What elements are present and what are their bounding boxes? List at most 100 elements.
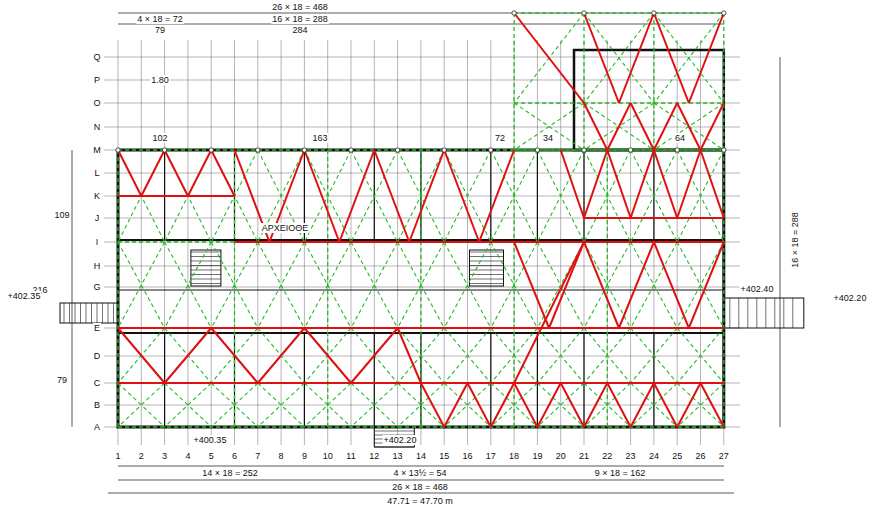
partition-wall: [583, 150, 584, 240]
stair-step: [191, 256, 221, 257]
bracing-line: [304, 328, 351, 383]
bracing-line: [677, 150, 724, 242]
bracing-line: [491, 328, 538, 383]
truss-diagonal: [118, 150, 141, 196]
dimension-label: 26 × 18 = 468: [271, 2, 329, 12]
grid-column-label: 11: [345, 451, 356, 461]
grid-row-label: I: [95, 237, 100, 247]
bracing-line: [537, 383, 584, 427]
stair-step: [80, 303, 81, 323]
truss-diagonal: [607, 150, 630, 218]
stair-step: [191, 270, 221, 271]
truss-diagonal: [631, 383, 654, 427]
truss-diagonal: [479, 150, 514, 242]
dimension-line: [118, 24, 724, 25]
bracing-line: [351, 328, 398, 383]
elevation-label: +402.20: [833, 293, 868, 303]
truss-diagonal: [561, 383, 584, 427]
dimension-line: [780, 57, 781, 427]
truss-diagonal: [514, 383, 537, 427]
dimension-label: 72: [494, 133, 506, 143]
grid-column-label: 17: [485, 451, 497, 461]
grid-node: [652, 11, 656, 15]
bracing-line: [444, 383, 491, 427]
partition-wall: [537, 150, 538, 240]
bracing-line: [398, 383, 445, 427]
bracing-line: [654, 13, 724, 103]
grid-line: [104, 127, 740, 128]
dimension-label: 9 × 18 = 162: [594, 468, 647, 478]
grid-node: [442, 148, 446, 152]
bracing-line: [165, 242, 212, 328]
truss-diagonal: [584, 103, 607, 150]
stair-step: [747, 298, 748, 328]
partition-wall: [164, 333, 165, 427]
bracing-line: [211, 242, 258, 328]
dimension-label: 79: [154, 25, 166, 35]
truss-diagonal: [444, 150, 479, 242]
grid-column-label: 6: [231, 451, 238, 461]
grid-row-label: A: [93, 422, 101, 432]
bracing-line: [118, 328, 165, 383]
truss-diagonal: [654, 13, 689, 103]
stair-step: [470, 283, 504, 284]
dimension-label: 16 × 18 = 288: [790, 211, 800, 269]
grid-row-label: J: [94, 213, 101, 223]
bracing-line: [351, 383, 398, 427]
bracing-line: [351, 150, 398, 242]
grid-node: [209, 148, 213, 152]
bracing-line: [537, 150, 584, 242]
grid-line: [104, 103, 740, 104]
bracing-line: [351, 328, 398, 383]
truss-diagonal: [165, 328, 212, 383]
stair-step: [191, 283, 221, 284]
dimension-line: [118, 13, 724, 14]
bracing-line: [631, 328, 678, 383]
bracing-line: [234, 150, 235, 427]
grid-row-label: P: [93, 75, 101, 85]
dimension-label: 109: [53, 210, 70, 220]
stair-step: [86, 303, 87, 323]
truss-chord: [584, 217, 724, 219]
grid-column-label: 2: [138, 451, 145, 461]
partition-wall: [653, 333, 654, 427]
grid-column-label: 25: [671, 451, 683, 461]
truss-diagonal: [561, 150, 584, 218]
grid-column-label: 19: [531, 451, 543, 461]
grid-row-label: C: [93, 378, 102, 388]
stair-step: [97, 303, 98, 323]
dimension-label: 34: [542, 133, 554, 143]
bracing-line: [398, 242, 445, 328]
grid-node: [535, 148, 539, 152]
bracing-line: [653, 13, 654, 150]
grid-node: [675, 148, 679, 152]
outer-wall: [118, 150, 724, 427]
bracing-line: [514, 12, 724, 13]
truss-chord: [118, 327, 724, 329]
grid-row-label: Q: [92, 52, 101, 62]
tower-wall: [574, 50, 724, 150]
grid-column-label: 5: [208, 451, 215, 461]
truss-diagonal: [444, 383, 467, 427]
bracing-line: [165, 383, 212, 427]
truss-diagonal: [689, 13, 724, 103]
truss-diagonal: [118, 328, 165, 383]
truss-diagonal: [468, 383, 491, 427]
partition-wall: [490, 150, 491, 240]
grid-column-label: 18: [508, 451, 520, 461]
bracing-line: [514, 149, 724, 150]
bracing-line: [537, 328, 584, 383]
bracing-line: [514, 13, 584, 103]
truss-diagonal: [211, 150, 234, 196]
dimension-line: [72, 150, 73, 427]
grid-column-label: 3: [161, 451, 168, 461]
bracing-line: [584, 328, 631, 383]
bracing-line: [723, 150, 724, 427]
bracing-line: [491, 150, 538, 242]
room-label: ΑΡΧΕΙΟΘΕ: [261, 223, 310, 233]
grid-column-label: 20: [555, 451, 567, 461]
grid-column-label: 16: [461, 451, 473, 461]
stair-step: [102, 303, 103, 323]
dimension-label: 16 × 18 = 288: [271, 14, 329, 24]
truss-diagonal: [584, 13, 619, 103]
